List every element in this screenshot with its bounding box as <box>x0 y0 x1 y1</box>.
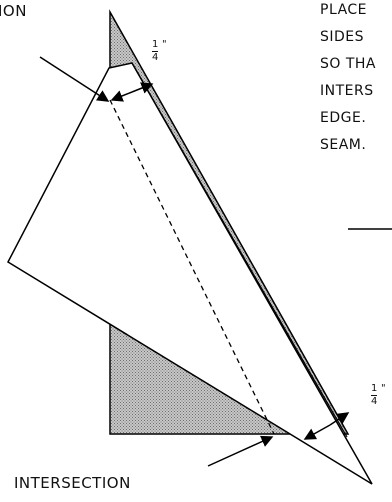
instruction-line-5: EDGE. <box>320 110 367 126</box>
instruction-line-3: SO THA <box>320 56 377 72</box>
instruction-line-4: INTERS <box>320 83 374 99</box>
fraction-bar <box>152 51 159 52</box>
seam-line <box>109 99 275 435</box>
instruction-line-6: SEAM. <box>320 137 367 153</box>
bottom-quarter-inch-label: 1 4 " <box>371 383 386 407</box>
fraction-numerator: 1 <box>371 383 378 394</box>
instruction-line-1: PLACE <box>320 2 368 18</box>
fraction-denominator: 4 <box>371 396 378 407</box>
instruction-line-2: SIDES <box>320 29 365 45</box>
inch-mark: " <box>381 383 386 394</box>
front-edge-line <box>131 62 348 438</box>
top-intersection-arrow <box>39 56 110 102</box>
fraction-denominator: 4 <box>152 52 159 63</box>
top-quarter-inch-label: 1 4 " <box>152 39 167 63</box>
bottom-intersection-label: INTERSECTION <box>14 474 131 492</box>
bottom-quarter-inch-arrow-right <box>329 412 350 426</box>
bottom-intersection-arrow <box>207 435 274 467</box>
bottom-quarter-inch-arrow <box>303 424 331 440</box>
top-quarter-inch-arrow-right <box>131 82 154 94</box>
inch-mark: " <box>162 39 167 50</box>
top-quarter-inch-arrow-left <box>110 90 133 102</box>
white-front-triangle <box>7 62 373 485</box>
fraction-numerator: 1 <box>152 39 159 50</box>
top-intersection-label: ION <box>0 2 27 20</box>
fraction-bar <box>371 395 378 396</box>
